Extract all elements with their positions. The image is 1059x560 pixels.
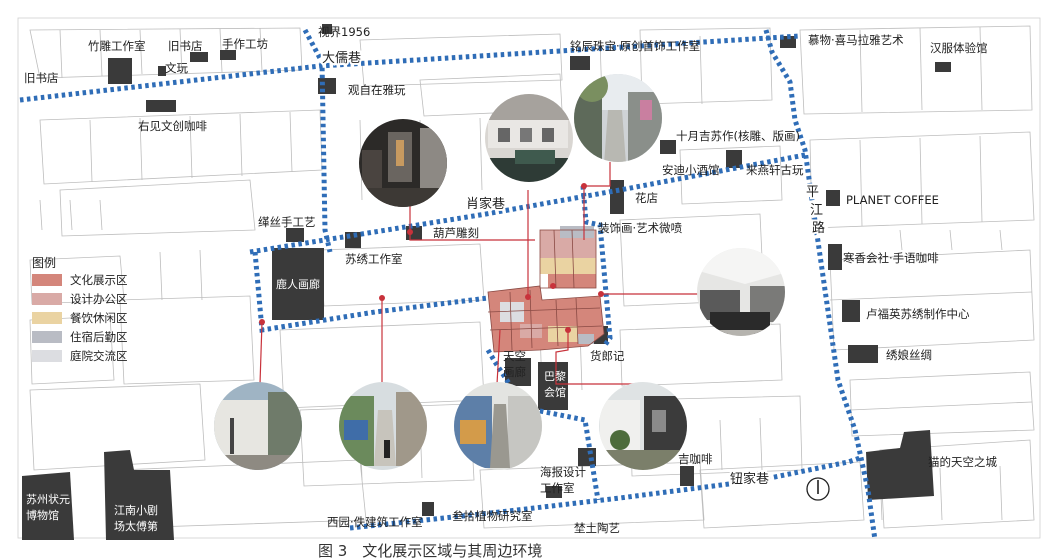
place-label: 观自在雅玩 bbox=[348, 83, 406, 97]
legend-title: 图例 bbox=[32, 256, 56, 270]
legend-label: 餐饮休闲区 bbox=[70, 311, 128, 325]
legend-swatch bbox=[32, 350, 62, 362]
legend-swatch bbox=[32, 312, 62, 324]
place-label: 场太傅第 bbox=[114, 519, 158, 533]
photo-interior-dark bbox=[359, 119, 447, 207]
place-label: 竹雕工作室 bbox=[88, 39, 146, 53]
place-label: 画廊 bbox=[503, 365, 526, 379]
photo-courtyard bbox=[599, 382, 687, 470]
place-label: 旧书店 bbox=[168, 39, 203, 53]
legend-swatch bbox=[32, 331, 62, 343]
photo-alley-trees bbox=[574, 74, 662, 162]
place-label: 缂丝手工艺 bbox=[258, 215, 316, 229]
place-label: 江南小剧 bbox=[114, 504, 158, 517]
place-label: 铭辰珠宝·原创首饰工作室 bbox=[570, 39, 700, 53]
place-label: 苏州状元 bbox=[26, 492, 70, 506]
street-label-pingjiang-lu-3: 路 bbox=[812, 220, 825, 236]
place-label: 鹿人画廊 bbox=[276, 277, 320, 291]
place-label: 葫芦雕刻 bbox=[433, 226, 479, 240]
place-label: 卢福英苏绣制作中心 bbox=[866, 307, 970, 321]
place-label: 花店 bbox=[635, 191, 658, 205]
photo-white-wall-alley bbox=[214, 382, 302, 470]
connector-dots bbox=[259, 183, 604, 333]
north-compass-icon bbox=[806, 477, 830, 501]
place-label: 会馆 bbox=[544, 385, 566, 399]
street-label-pingjiang-lu-1: 平 bbox=[806, 185, 819, 200]
place-label: 叁拾植物研究室 bbox=[452, 509, 533, 523]
place-label: 文玩 bbox=[165, 61, 188, 75]
place-label: 天空 bbox=[503, 349, 526, 363]
street-label-niujia-xiang: 钮家巷 bbox=[730, 471, 769, 487]
walking-routes bbox=[19, 28, 878, 541]
figure-caption: 图 3 文化展示区域与其周边环境 bbox=[318, 542, 542, 560]
photo-exhibition-hall bbox=[485, 94, 573, 182]
street-label-xiaojia-xiang: 肖家巷 bbox=[466, 196, 505, 212]
photo-mural-alley bbox=[454, 382, 542, 470]
place-label: 安迪小酒馆 bbox=[662, 163, 720, 177]
place-label: 来燕轩古玩 bbox=[746, 163, 804, 177]
place-label: PLANET COFFEE bbox=[846, 193, 939, 207]
legend-label: 文化展示区 bbox=[70, 273, 128, 287]
street-label-daru-xiang: 大儒巷 bbox=[322, 51, 361, 66]
place-label: 汉服体验馆 bbox=[930, 41, 988, 55]
place-label: 西园·佚建筑工作室 bbox=[327, 515, 423, 529]
place-label: 海报设计 bbox=[540, 465, 586, 479]
place-label: 手作工坊 bbox=[222, 37, 268, 51]
place-labels: 视界1956 竹雕工作室 旧书店 手作工坊 文玩 旧书店 右见文创咖啡 观自在雅… bbox=[24, 25, 997, 535]
place-label: 吉咖啡 bbox=[678, 452, 713, 466]
legend-swatch bbox=[32, 274, 62, 286]
legend-label: 住宿后勤区 bbox=[70, 330, 128, 344]
place-label: 绣娘丝绸 bbox=[886, 348, 932, 362]
place-label: 装饰画·艺术微喷 bbox=[598, 221, 683, 235]
place-label: 旧书店 bbox=[24, 71, 59, 85]
place-label: 寒香会社·手语咖啡 bbox=[843, 251, 939, 265]
place-label: 慕物·喜马拉雅艺术 bbox=[808, 33, 904, 47]
photo-graffiti-lane bbox=[339, 382, 427, 470]
place-label: 埜土陶艺 bbox=[574, 521, 620, 535]
place-label: 工作室 bbox=[540, 481, 575, 495]
legend-label: 设计办公区 bbox=[70, 292, 128, 306]
legend-swatch bbox=[32, 293, 62, 305]
place-label: 货郎记 bbox=[590, 349, 625, 363]
legend-label: 庭院交流区 bbox=[70, 349, 128, 363]
place-label: 巴黎 bbox=[544, 369, 566, 383]
place-label: 苏绣工作室 bbox=[345, 252, 403, 266]
central-complex bbox=[487, 226, 605, 353]
place-label: 十月吉苏作(核雕、版画) bbox=[676, 129, 800, 143]
place-label: 右见文创咖啡 bbox=[138, 119, 207, 133]
place-label: 博物馆 bbox=[26, 508, 59, 522]
place-label: 视界1956 bbox=[318, 25, 370, 39]
highlighted-buildings bbox=[22, 24, 951, 540]
place-label: 猫的天空之城 bbox=[928, 455, 997, 469]
street-label-pingjiang-lu-2: 江 bbox=[810, 203, 823, 218]
